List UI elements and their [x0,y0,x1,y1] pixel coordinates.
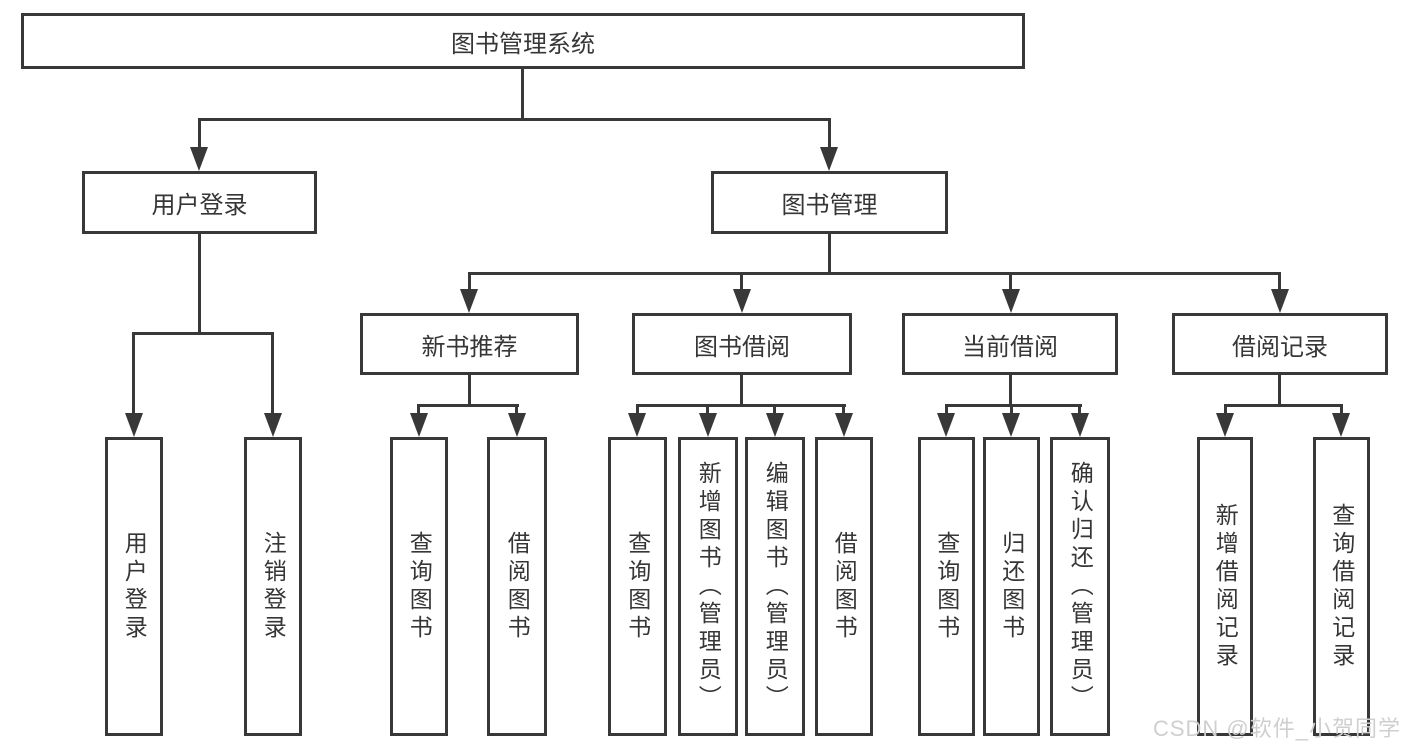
connector-line [636,404,846,407]
node-label: 当前借阅 [962,333,1058,361]
arrow-down-icon [1332,413,1350,437]
node-book-borrowing: 图书借阅 [632,313,852,375]
arrow-down-icon [1002,413,1020,437]
connector-line [636,404,639,418]
connector-line [1278,272,1281,292]
node-add-books-admin: 新增图书（管理员） [678,437,738,736]
node-borrow-books-borrowing: 借阅图书 [815,437,873,736]
node-user-login-action: 用户登录 [105,437,163,736]
node-add-borrow-record: 新增借阅记录 [1197,437,1253,736]
node-label: 确认归还（管理员） [1067,460,1094,713]
node-label: 注销登录 [260,530,287,643]
connector-line [1010,404,1013,418]
node-label: 查询图书 [933,530,960,643]
node-user-login: 用户登录 [82,171,317,234]
connector-line [828,234,831,274]
arrow-down-icon [410,413,428,437]
connector-line [1340,404,1343,418]
arrow-down-icon [699,413,717,437]
arrow-down-icon [1002,289,1020,313]
arrow-down-icon [1071,413,1089,437]
arrow-down-icon [937,413,955,437]
node-label: 借阅图书 [504,530,531,643]
node-query-books-recommend: 查询图书 [390,437,448,736]
connector-line [945,404,1082,407]
connector-line [1078,404,1081,418]
connector-line [1278,375,1281,406]
arrow-down-icon [628,413,646,437]
node-query-books-borrowing: 查询图书 [608,437,667,736]
connector-line [271,332,274,417]
node-label: 图书管理系统 [451,30,595,58]
connector-line [417,404,420,418]
connector-line [773,404,776,418]
node-label: 借阅记录 [1232,333,1328,361]
node-new-book-recommendation: 新书推荐 [360,313,579,375]
arrow-down-icon [835,413,853,437]
arrow-down-icon [766,413,784,437]
arrow-down-icon [264,413,282,437]
arrow-down-icon [460,289,478,313]
connector-line [198,118,831,121]
node-label: 新增图书（管理员） [695,460,722,713]
connector-line [132,332,135,417]
connector-line [1224,404,1343,407]
node-query-books-current: 查询图书 [918,437,975,736]
arrow-down-icon [1271,289,1289,313]
connector-line [198,234,201,334]
connector-line [515,404,518,418]
connector-line [468,375,471,406]
connector-line [1009,272,1012,292]
csdn-watermark: CSDN @软件_小贺同学 [1152,716,1401,741]
node-book-management: 图书管理 [711,171,948,234]
node-library-management-system: 图书管理系统 [21,13,1025,69]
node-label: 图书管理 [781,192,878,219]
connector-line [198,118,201,150]
node-label: 图书借阅 [694,333,790,361]
arrow-down-icon [1216,413,1234,437]
node-label: 查询借阅记录 [1328,502,1355,671]
arrow-down-icon [508,413,526,437]
node-return-books: 归还图书 [983,437,1040,736]
node-label: 归还图书 [998,530,1025,643]
node-borrow-books-recommend: 借阅图书 [487,437,547,736]
node-label: 编辑图书（管理员） [762,460,789,713]
connector-line [706,404,709,418]
node-query-borrow-record: 查询借阅记录 [1313,437,1370,736]
connector-line [828,118,831,150]
connector-line [945,404,948,418]
connector-line [740,375,743,406]
node-label: 用户登录 [121,530,148,643]
node-label: 查询图书 [624,530,651,643]
connector-line [468,272,1281,275]
arrow-down-icon [190,147,208,171]
node-label: 新增借阅记录 [1212,502,1239,671]
arrow-down-icon [125,413,143,437]
connector-line [842,404,845,418]
connector-line [417,404,519,407]
node-current-borrowing: 当前借阅 [902,313,1118,375]
connector-line [1009,375,1012,406]
node-confirm-return-admin: 确认归还（管理员） [1050,437,1110,736]
connector-line [132,332,274,335]
node-label: 用户登录 [151,192,248,219]
node-label: 借阅图书 [831,530,858,643]
arrow-down-icon [820,147,838,171]
connector-line [1224,404,1227,418]
node-label: 查询图书 [406,530,433,643]
connector-line [521,69,524,121]
connector-line [468,272,471,292]
connector-line [740,272,743,292]
node-logout-action: 注销登录 [244,437,302,736]
node-label: 新书推荐 [421,333,518,361]
node-borrowing-records: 借阅记录 [1172,313,1388,375]
node-edit-books-admin: 编辑图书（管理员） [745,437,805,736]
arrow-down-icon [733,289,751,313]
